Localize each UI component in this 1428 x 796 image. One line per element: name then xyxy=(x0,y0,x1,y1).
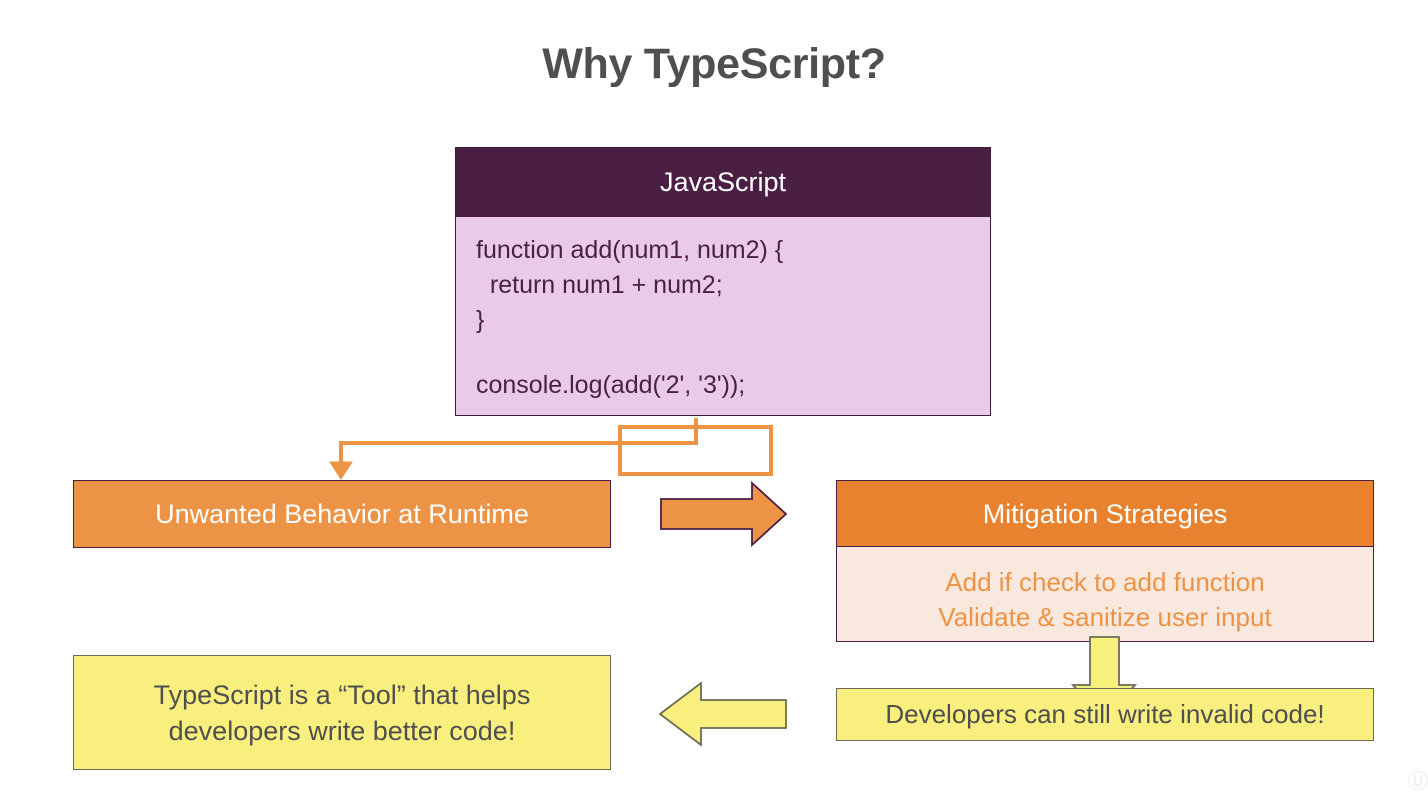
mitigation-card-title: Mitigation Strategies xyxy=(837,481,1373,547)
tool-box-line-2: developers write better code! xyxy=(168,715,516,746)
mitigation-card-body: Add if check to add function Validate & … xyxy=(837,547,1373,641)
mitigation-line: Add if check to add function xyxy=(945,567,1265,597)
mitigation-line: Validate & sanitize user input xyxy=(938,602,1272,632)
code-line: return num1 + num2; xyxy=(476,271,723,299)
javascript-code-card: JavaScript function add(num1, num2) { re… xyxy=(455,147,991,476)
unwanted-behavior-box: Unwanted Behavior at Runtime xyxy=(73,480,611,548)
connector-line xyxy=(339,418,698,468)
code-highlight-box xyxy=(618,425,773,476)
code-line: console.log(add('2', '3')); xyxy=(476,371,746,399)
mitigation-strategies-card: Mitigation Strategies Add if check to ad… xyxy=(836,480,1374,642)
code-line: function add(num1, num2) { xyxy=(476,236,784,264)
code-card-body: function add(num1, num2) { return num1 +… xyxy=(456,217,990,476)
arrow-right-icon xyxy=(660,480,788,548)
code-line-blank xyxy=(466,338,980,368)
code-card-title: JavaScript xyxy=(456,148,990,217)
page-title: Why TypeScript? xyxy=(542,40,886,88)
tool-box-line-1: TypeScript is a “Tool” that helps xyxy=(153,679,531,710)
invalid-code-box: Developers can still write invalid code! xyxy=(836,688,1374,741)
typescript-tool-box: TypeScript is a “Tool” that helps develo… xyxy=(73,655,611,770)
unwanted-behavior-label: Unwanted Behavior at Runtime xyxy=(155,498,529,529)
arrow-left-icon xyxy=(658,681,787,747)
invalid-code-label: Developers can still write invalid code! xyxy=(885,699,1325,729)
watermark: Ⓤ xyxy=(1408,771,1428,793)
code-line: } xyxy=(476,306,485,334)
connector-arrowhead-icon xyxy=(329,461,353,480)
